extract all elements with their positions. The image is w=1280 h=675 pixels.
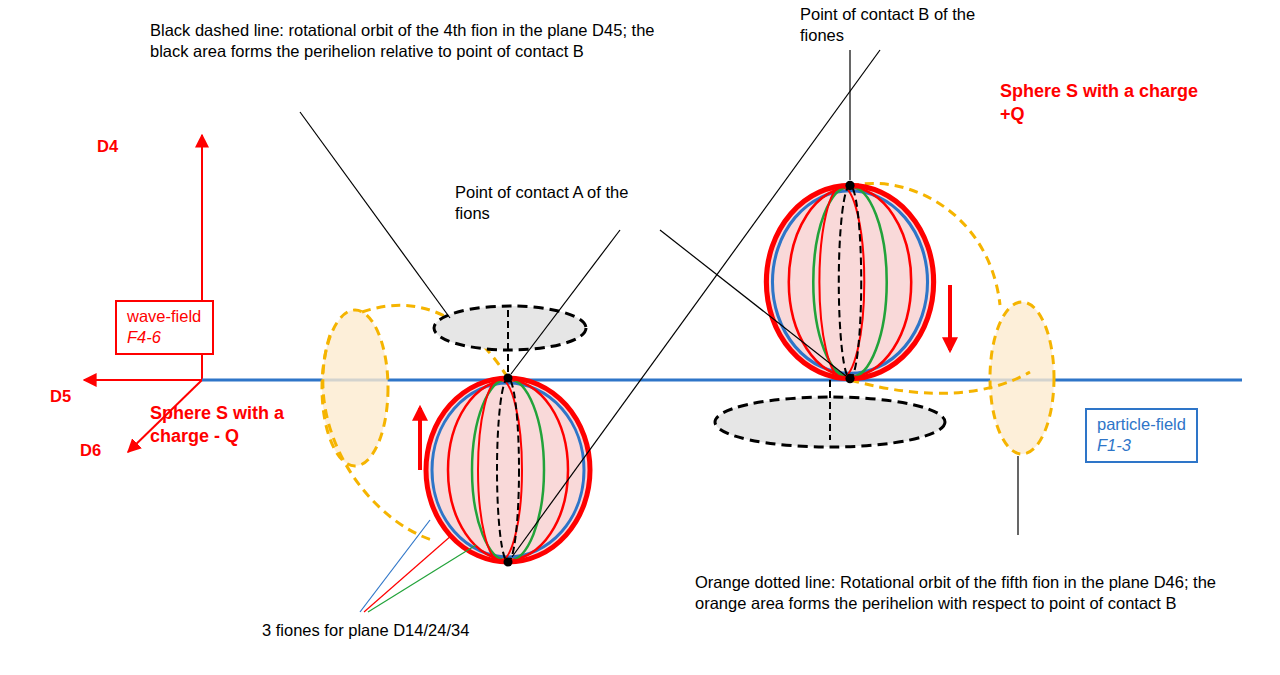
sphere-label: Sphere S with a charge +Q	[1000, 80, 1200, 125]
contact-label: Point of contact A of the fions	[455, 182, 655, 223]
note-text: Black dashed line: rotational orbit of t…	[150, 20, 680, 61]
axis-label: D5	[50, 386, 71, 407]
axis-label: D6	[80, 440, 101, 461]
field-box: particle-fieldF1-3	[1085, 408, 1198, 463]
leader-lines	[300, 50, 1018, 612]
field-name: particle-field	[1097, 414, 1186, 435]
axis-label: D4	[97, 136, 118, 157]
fion-label: 3 fiones for plane D14/24/34	[262, 620, 469, 641]
field-symbol: F1-3	[1097, 435, 1186, 456]
field-symbol: F4-6	[127, 327, 202, 348]
rotation-arrow	[948, 285, 952, 350]
rotation-arrow	[418, 408, 422, 470]
field-box: wave-fieldF4-6	[115, 300, 214, 355]
contact-label: Point of contact B of the fiones	[800, 4, 1000, 45]
field-name: wave-field	[127, 306, 202, 327]
note-text: Orange dotted line: Rotational orbit of …	[695, 572, 1240, 613]
sphere-positive	[766, 181, 933, 384]
sphere-negative	[426, 374, 590, 567]
sphere-label: Sphere S with a charge - Q	[150, 402, 330, 447]
